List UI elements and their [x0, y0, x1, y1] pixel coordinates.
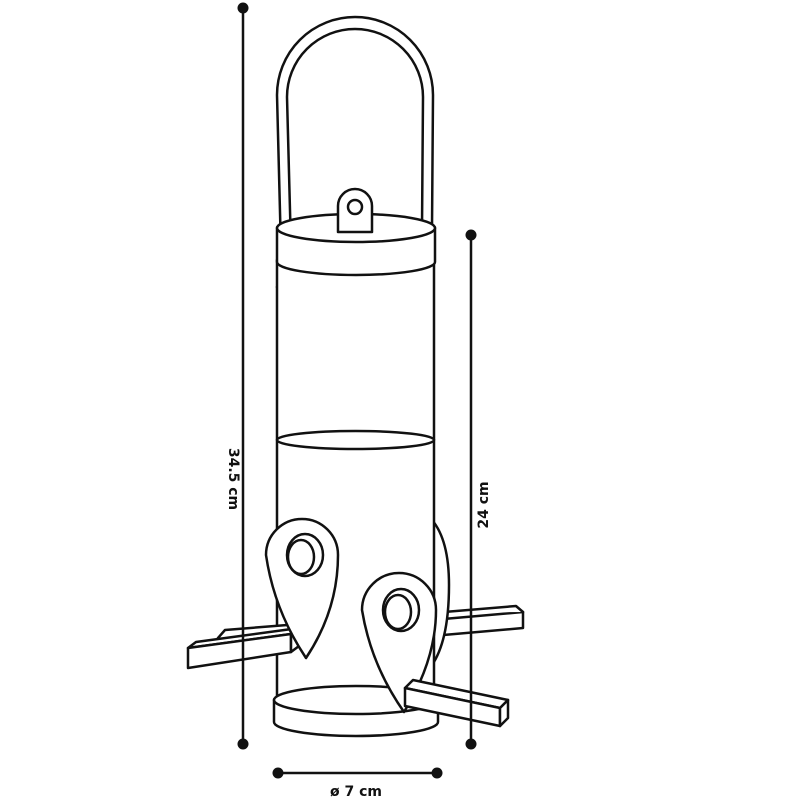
dimension-endpoint — [431, 767, 443, 779]
total-height-label: 34.5 cm — [225, 448, 241, 510]
left-feeding-port — [264, 517, 340, 660]
dimension-endpoint — [272, 767, 284, 779]
dimension-endpoint — [465, 738, 477, 750]
diameter-dimension-line — [272, 767, 443, 779]
tube-height-dimension-line — [465, 229, 477, 750]
feeder-base — [272, 684, 440, 738]
dimension-endpoint — [465, 229, 477, 241]
back-feeding-port — [430, 518, 451, 667]
tube-height-label: 24 cm — [476, 481, 492, 528]
lid-loop — [336, 187, 374, 234]
front-perch — [403, 678, 510, 728]
diameter-label: ø 7 cm — [330, 784, 382, 800]
dimension-endpoint — [237, 738, 249, 750]
total-height-dimension-line — [237, 2, 249, 750]
right-feeding-port — [360, 571, 438, 714]
seed-level — [275, 429, 436, 451]
dimension-endpoint — [237, 2, 249, 14]
